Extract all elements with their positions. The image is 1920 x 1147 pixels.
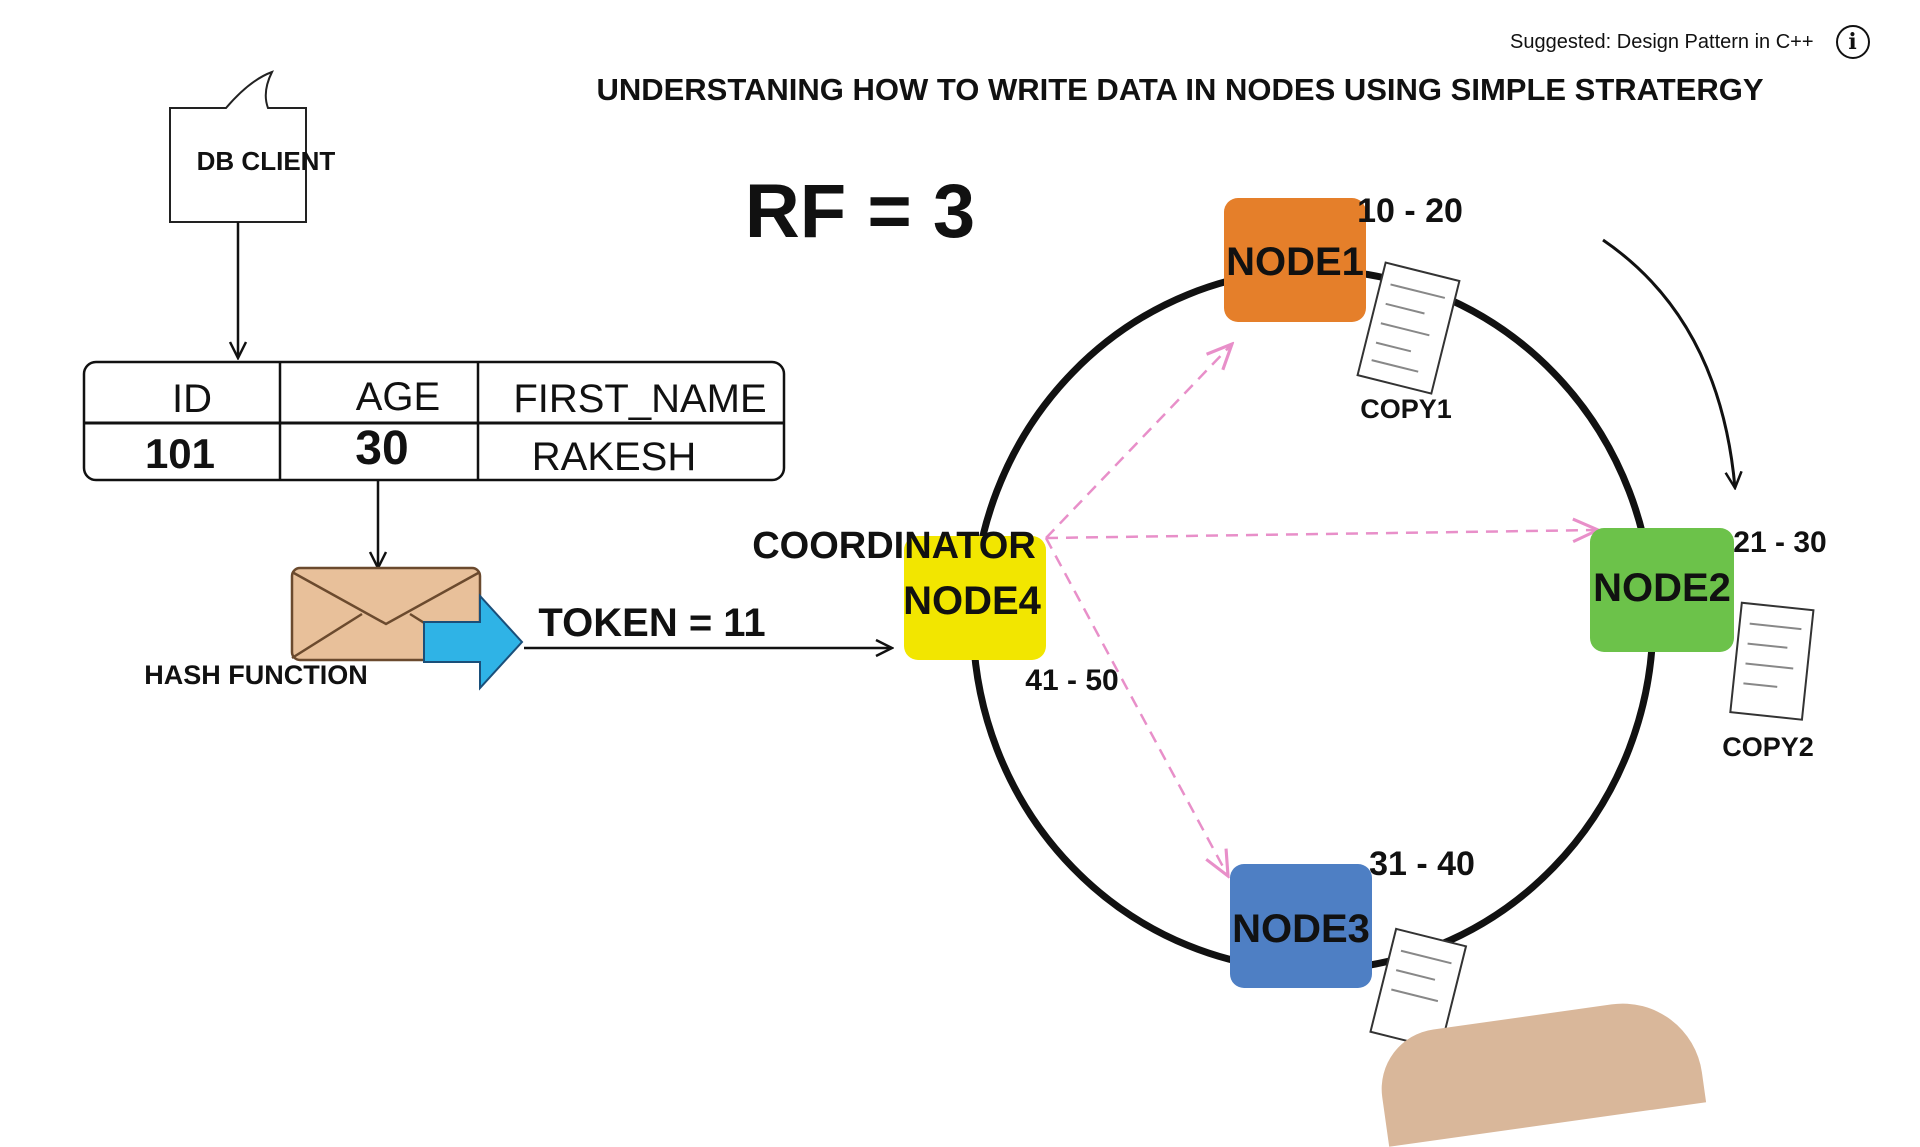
node2-range: 21 - 30 [1733,526,1826,559]
copy3-document-icon [1369,927,1468,1051]
table-header-id: ID [172,377,212,421]
diagram-canvas: UNDERSTANING HOW TO WRITE DATA IN NODES … [82,70,1827,1051]
copy2-document-icon [1729,601,1815,721]
replication-factor-label: RF = 3 [745,169,975,254]
node3-range: 31 - 40 [1369,845,1475,883]
ring-direction-arrow [1602,238,1735,488]
db-client-bubble [169,70,307,223]
table-header-first-name: FIRST_NAME [513,377,766,421]
node2-label: NODE2 [1593,566,1731,610]
replica-arrows [1044,344,1598,876]
table-cell-first-name: RAKESH [532,435,697,479]
node1-label: NODE1 [1226,240,1364,284]
copy2-label: COPY2 [1722,732,1814,762]
node3-box [1230,864,1372,988]
hash-function-label: HASH FUNCTION [144,660,368,690]
node4-box [904,536,1046,660]
info-icon[interactable]: i [1835,25,1870,59]
coordinator-label: COORDINATOR [752,525,1036,567]
copy1-document-icon [1356,261,1461,395]
diagram-title: UNDERSTANING HOW TO WRITE DATA IN NODES … [596,72,1763,107]
table-header-age: AGE [356,375,440,419]
table-cell-id: 101 [145,430,215,477]
node4-range: 41 - 50 [1025,664,1118,697]
node1-range: 10 - 20 [1357,192,1463,230]
node1-box [1224,198,1366,322]
suggested-video-overlay[interactable]: Suggested: Design Pattern in C++ i [1510,22,1870,62]
node2-box [1590,528,1734,652]
copy1-label: COPY1 [1360,394,1452,424]
token-label: TOKEN = 11 [538,601,765,645]
node4-label: NODE4 [903,579,1042,623]
suggested-video-text[interactable]: Suggested: Design Pattern in C++ [1510,30,1814,53]
data-table [82,360,786,482]
table-cell-age: 30 [355,422,408,475]
node3-label: NODE3 [1232,907,1370,951]
hash-output-arrow-icon [423,593,524,691]
db-client-label: DB CLIENT [197,146,336,176]
